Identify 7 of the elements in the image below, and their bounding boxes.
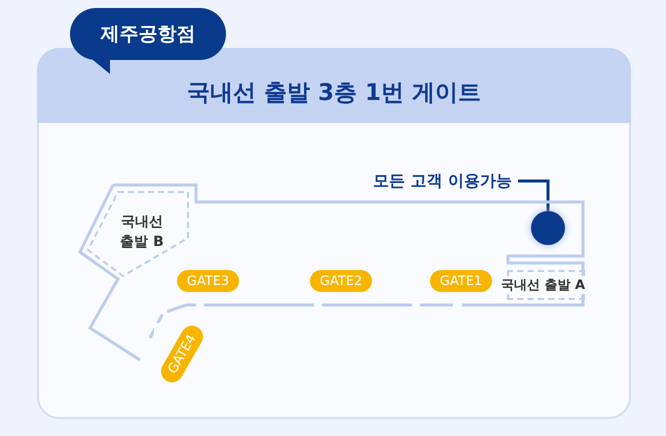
location-tag: 제주공항점 <box>70 8 226 60</box>
gate-label: GATE2 <box>310 270 372 292</box>
gate-label: GATE1 <box>430 270 492 292</box>
title: 국내선 출발 3층 1번 게이트 <box>186 80 482 106</box>
gate-label: GATE3 <box>177 270 239 292</box>
callout-text: 모든 고객 이용가능 <box>350 168 512 194</box>
leader-line <box>518 180 550 211</box>
